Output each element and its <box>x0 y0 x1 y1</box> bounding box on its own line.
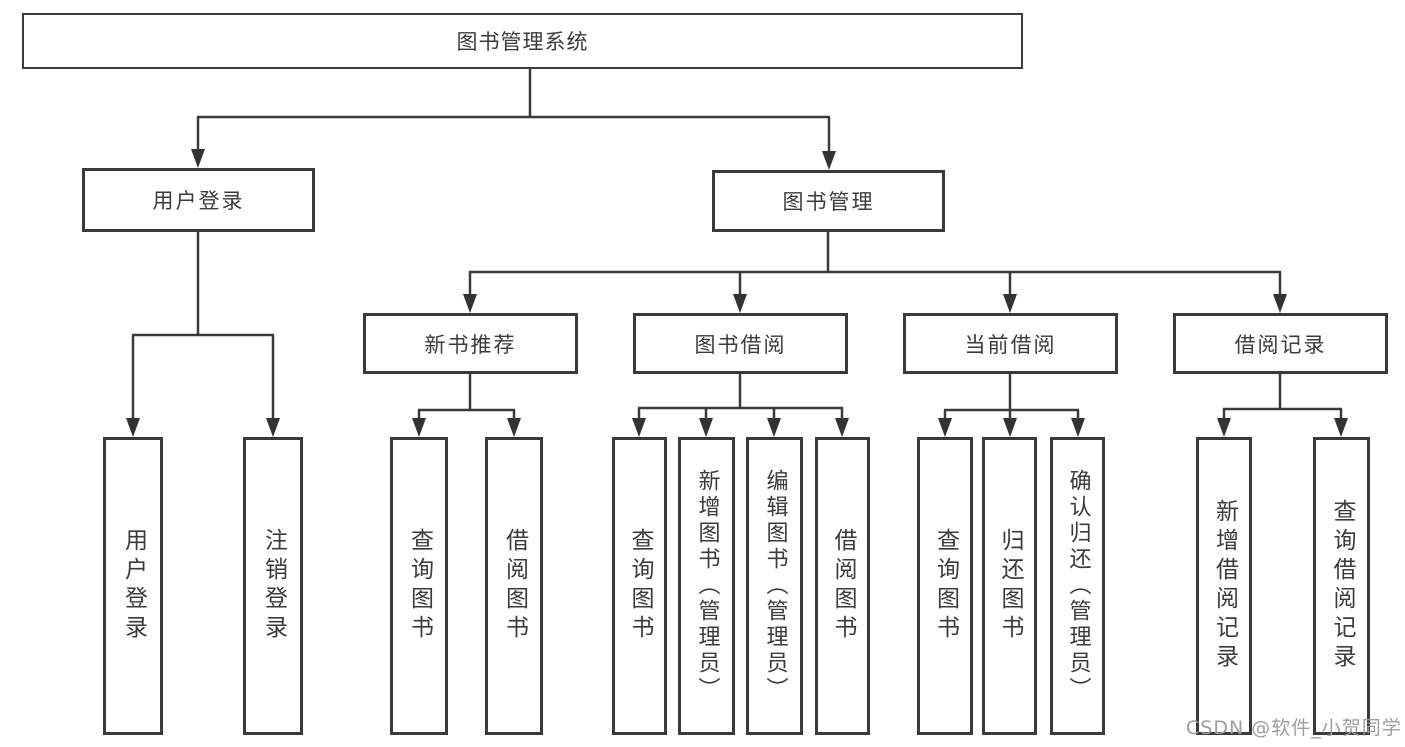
node-library-management-system: 图书管理系统 <box>22 13 1023 69</box>
leaf-query-borrow-record: 查询借阅记录 <box>1313 437 1370 735</box>
node-borrowing-records: 借阅记录 <box>1173 313 1388 374</box>
node-user-login: 用户登录 <box>82 168 315 232</box>
csdn-watermark: CSDN @软件_小贺同学 <box>1186 717 1402 739</box>
leaf-borrow-books: 借阅图书 <box>815 437 870 735</box>
leaf-user-login: 用户登录 <box>103 437 163 735</box>
leaf-query-books-borrow: 查询图书 <box>612 437 667 735</box>
node-book-management: 图书管理 <box>712 170 945 232</box>
leaf-add-borrow-record: 新增借阅记录 <box>1196 437 1252 735</box>
leaf-add-book-admin: 新增图书（管理员） <box>678 437 735 735</box>
leaf-confirm-return-admin: 确认归还（管理员） <box>1050 437 1105 735</box>
node-current-borrowing: 当前借阅 <box>903 313 1118 374</box>
leaf-edit-book-admin: 编辑图书（管理员） <box>746 437 803 735</box>
node-new-book-recommendation: 新书推荐 <box>363 313 578 374</box>
node-book-borrowing: 图书借阅 <box>633 313 848 374</box>
leaf-borrow-books-recommend: 借阅图书 <box>485 437 543 735</box>
leaf-query-books-current: 查询图书 <box>917 437 973 735</box>
leaf-logout: 注销登录 <box>243 437 303 735</box>
leaf-return-books: 归还图书 <box>982 437 1037 735</box>
leaf-query-books-recommend: 查询图书 <box>390 437 448 735</box>
